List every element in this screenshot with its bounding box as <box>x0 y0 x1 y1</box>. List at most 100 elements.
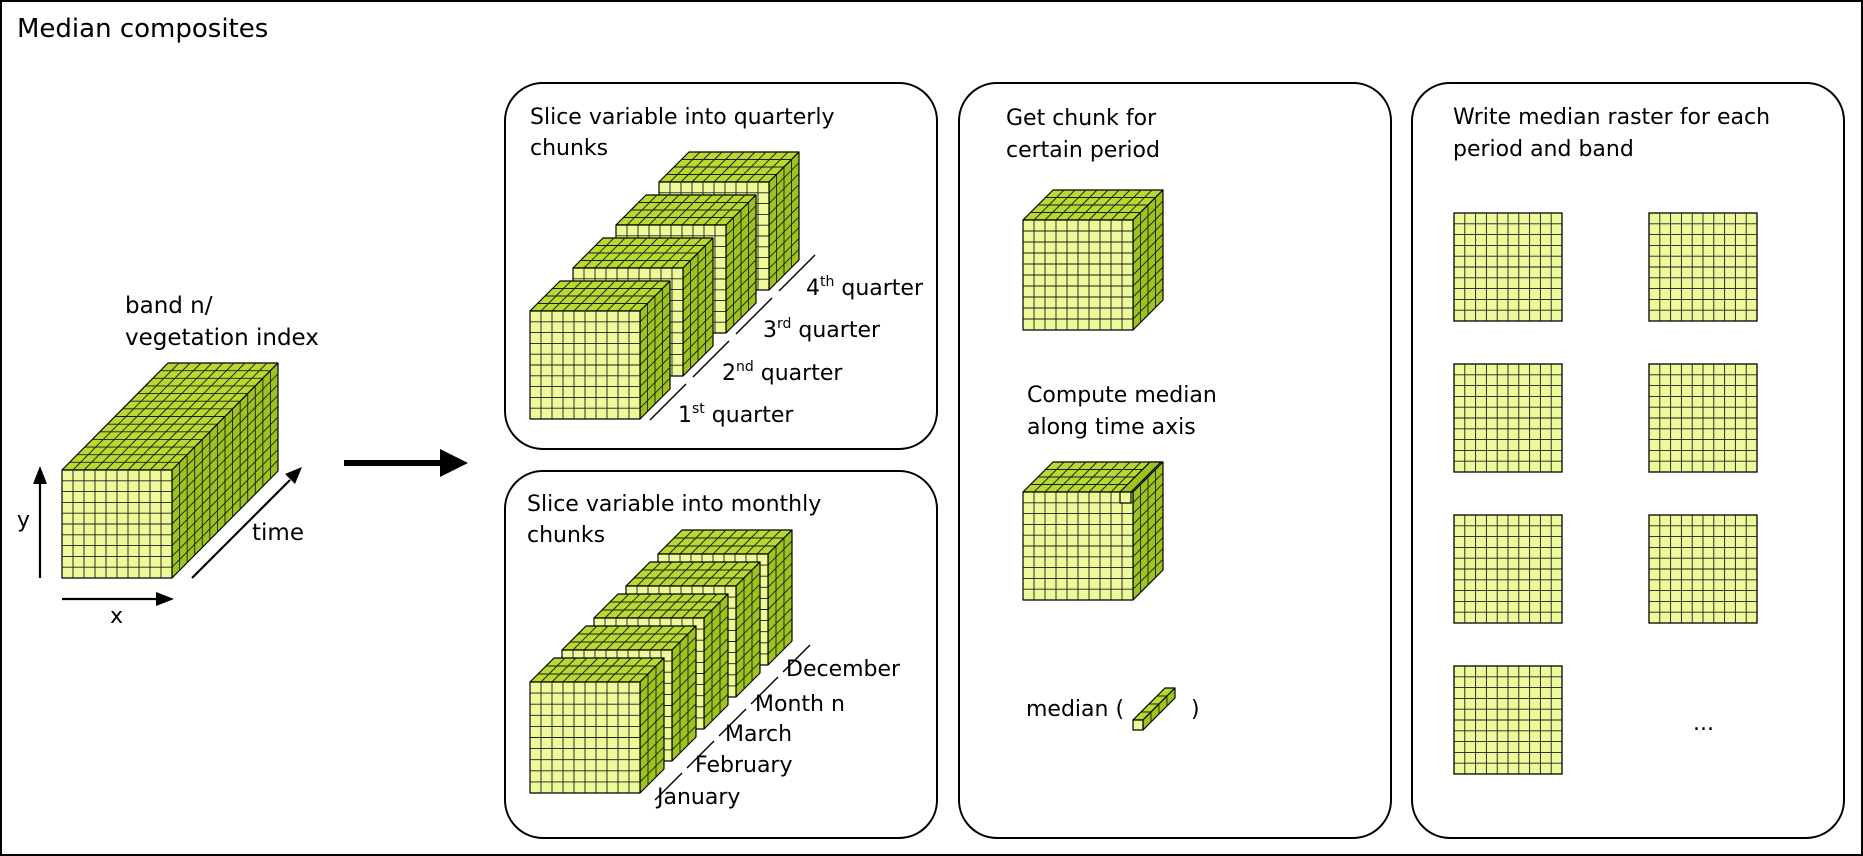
output-panel <box>1411 82 1845 839</box>
month-label: December <box>786 657 901 682</box>
cell-grid <box>62 470 172 578</box>
cell-grid <box>570 625 688 651</box>
step1-line2: certain period <box>1006 138 1160 163</box>
step2-line1: Compute median <box>1027 383 1217 408</box>
time-axis-label: time <box>252 520 304 546</box>
time-series-pixel-icon <box>1132 687 1176 731</box>
quarter-label: 3rd quarter <box>763 316 881 343</box>
quarterly-title-line2: chunks <box>530 136 608 161</box>
output-title-line2: period and band <box>1453 137 1634 162</box>
output-raster-grid <box>1453 212 1758 775</box>
output-title-line1: Write median raster for each <box>1453 105 1770 130</box>
quarter-separator <box>692 340 730 378</box>
median-formula-open: median ( <box>1026 697 1124 722</box>
quarterly-chunk-cubes <box>529 151 800 420</box>
cell-grid <box>171 370 279 571</box>
cell-grid <box>634 561 752 587</box>
cell-grid <box>735 570 761 689</box>
cell-grid <box>1649 213 1757 321</box>
quarter-label: 1st quarter <box>678 401 794 428</box>
cell-grid <box>682 245 714 369</box>
step1-line1: Get chunk for <box>1006 106 1157 131</box>
cell-grid <box>1454 364 1562 472</box>
month-separator <box>782 644 811 673</box>
quarterly-panel <box>504 82 938 450</box>
monthly-title-line1: Slice variable into monthly <box>527 492 821 517</box>
cell-grid <box>1649 364 1757 472</box>
time-axis-line <box>191 479 291 579</box>
monthly-labels: January February March Month n December <box>655 657 901 810</box>
cell-grid <box>1023 220 1133 330</box>
cell-grid <box>1454 213 1562 321</box>
month-separator <box>718 708 747 737</box>
median-raster <box>1453 514 1563 624</box>
cell-grid <box>1649 515 1757 623</box>
cell-grid <box>725 202 757 326</box>
input-label-line2: vegetation index <box>125 325 319 351</box>
cube <box>1022 461 1164 601</box>
cell-grid <box>1141 695 1167 713</box>
median-raster <box>1453 212 1563 322</box>
month-separator <box>654 772 683 801</box>
quarter-label: 2nd quarter <box>722 359 843 386</box>
median-computation-cube <box>1022 461 1164 601</box>
quarter-separator <box>649 383 687 421</box>
cell-grid <box>768 159 800 283</box>
cell-grid <box>537 280 663 312</box>
month-separator <box>686 740 715 769</box>
median-raster <box>1648 514 1758 624</box>
quarter-separator <box>778 254 816 292</box>
period-chunk-cube <box>1022 189 1164 331</box>
cell-grid <box>666 151 792 183</box>
month-label: March <box>725 722 792 747</box>
cell-grid <box>580 237 706 269</box>
cell-grid <box>1454 515 1562 623</box>
month-label: February <box>695 753 793 778</box>
cube <box>529 280 671 420</box>
cell-grid <box>639 288 671 412</box>
cell-grid <box>1150 696 1168 722</box>
cell-grid <box>623 194 749 226</box>
cell-grid <box>1132 197 1164 323</box>
input-datacube <box>61 362 279 579</box>
quarterly-labels: 1st quarter 2nd quarter 3rd quarter 4th qua… <box>678 274 924 428</box>
quarterly-separators <box>649 254 816 421</box>
median-raster <box>1453 665 1563 775</box>
output-ellipsis: ... <box>1693 711 1714 736</box>
quarterly-title-line1: Slice variable into quarterly <box>530 105 834 130</box>
quarter-label: 4th quarter <box>806 274 924 301</box>
x-axis-arrowhead <box>156 592 174 606</box>
time-axis-arrowhead <box>285 467 302 484</box>
input-label-line1: band n/ <box>125 293 213 319</box>
cube <box>529 657 665 794</box>
monthly-title-line2: chunks <box>527 523 605 548</box>
month-separator <box>750 676 779 705</box>
cell-grid <box>1132 469 1164 593</box>
cell-grid <box>530 311 640 419</box>
monthly-panel <box>504 470 938 839</box>
median-panel <box>958 82 1392 839</box>
cell-grid <box>69 362 271 471</box>
x-axis-label: x <box>110 604 123 629</box>
median-pixel-slot <box>1119 461 1162 504</box>
median-raster <box>1648 363 1758 473</box>
monthly-chunk-cubes <box>529 529 793 794</box>
cell-grid <box>1030 189 1156 221</box>
stick-front <box>1132 719 1144 731</box>
cube <box>1022 189 1164 331</box>
monthly-separators <box>654 644 811 801</box>
diagram-title: Median composites <box>17 14 268 44</box>
cell-grid <box>703 602 729 721</box>
y-axis-arrowhead <box>33 466 47 484</box>
cell-grid <box>767 538 793 657</box>
y-axis-label: y <box>17 508 30 533</box>
cell-grid <box>1023 492 1133 600</box>
cell-grid <box>538 657 656 683</box>
slot-front <box>1119 491 1132 504</box>
quarter-separator <box>735 297 773 335</box>
median-raster <box>1453 363 1563 473</box>
cell-grid <box>602 593 720 619</box>
month-label: Month n <box>755 692 845 717</box>
month-label: January <box>655 785 740 810</box>
